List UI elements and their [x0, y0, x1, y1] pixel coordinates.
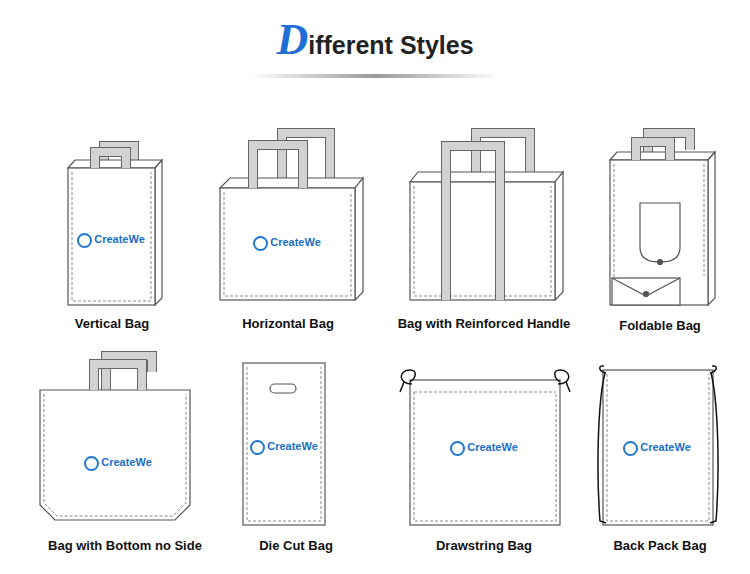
stitch-seams	[44, 164, 709, 521]
back-handle	[104, 133, 690, 390]
title-shadow	[250, 74, 500, 78]
bag-body: Foldable Bag	[610, 160, 708, 305]
page-title: Different Styles	[276, 16, 473, 64]
bag-body: Bag with Reinforced Handle	[410, 182, 555, 300]
die-cut-hole	[270, 384, 296, 393]
drawstring-cord	[400, 370, 570, 392]
brand-logo: CreateWe	[623, 441, 691, 456]
bag-body: CreateWeBag with Bottom no Side	[40, 390, 190, 520]
brand-logo: CreateWe	[84, 456, 152, 471]
bag-style-label: Bag with Bottom no Side	[48, 538, 202, 554]
bag-style-label: Back Pack Bag	[613, 538, 706, 554]
bag-style-label: Foldable Bag	[619, 318, 701, 334]
bag-style-label: Horizontal Bag	[242, 316, 334, 332]
front-handle-outline	[94, 142, 670, 390]
front-handle	[94, 142, 670, 390]
bag-body: CreateWeDie Cut Bag	[243, 363, 325, 525]
bag-style-label: Die Cut Bag	[259, 538, 333, 554]
bag-style-label: Bag with Reinforced Handle	[398, 316, 571, 332]
brand-logo: CreateWe	[77, 233, 145, 248]
bag-body: CreateWeBack Pack Bag	[603, 370, 713, 525]
backpack-cord	[598, 366, 718, 523]
bag-bodies	[40, 152, 715, 525]
bag-body: CreateWeHorizontal Bag	[220, 188, 355, 300]
bag-body: CreateWeVertical Bag	[68, 168, 155, 305]
bag-body: CreateWeDrawstring Bag	[410, 380, 560, 525]
brand-logo: CreateWe	[253, 236, 321, 251]
brand-logo: CreateWe	[250, 440, 318, 455]
back-handle-outline	[104, 133, 690, 390]
bag-style-label: Drawstring Bag	[436, 538, 532, 554]
fold-pouch	[612, 203, 680, 305]
bag-style-label: Vertical Bag	[75, 316, 149, 332]
brand-logo: CreateWe	[450, 441, 518, 456]
